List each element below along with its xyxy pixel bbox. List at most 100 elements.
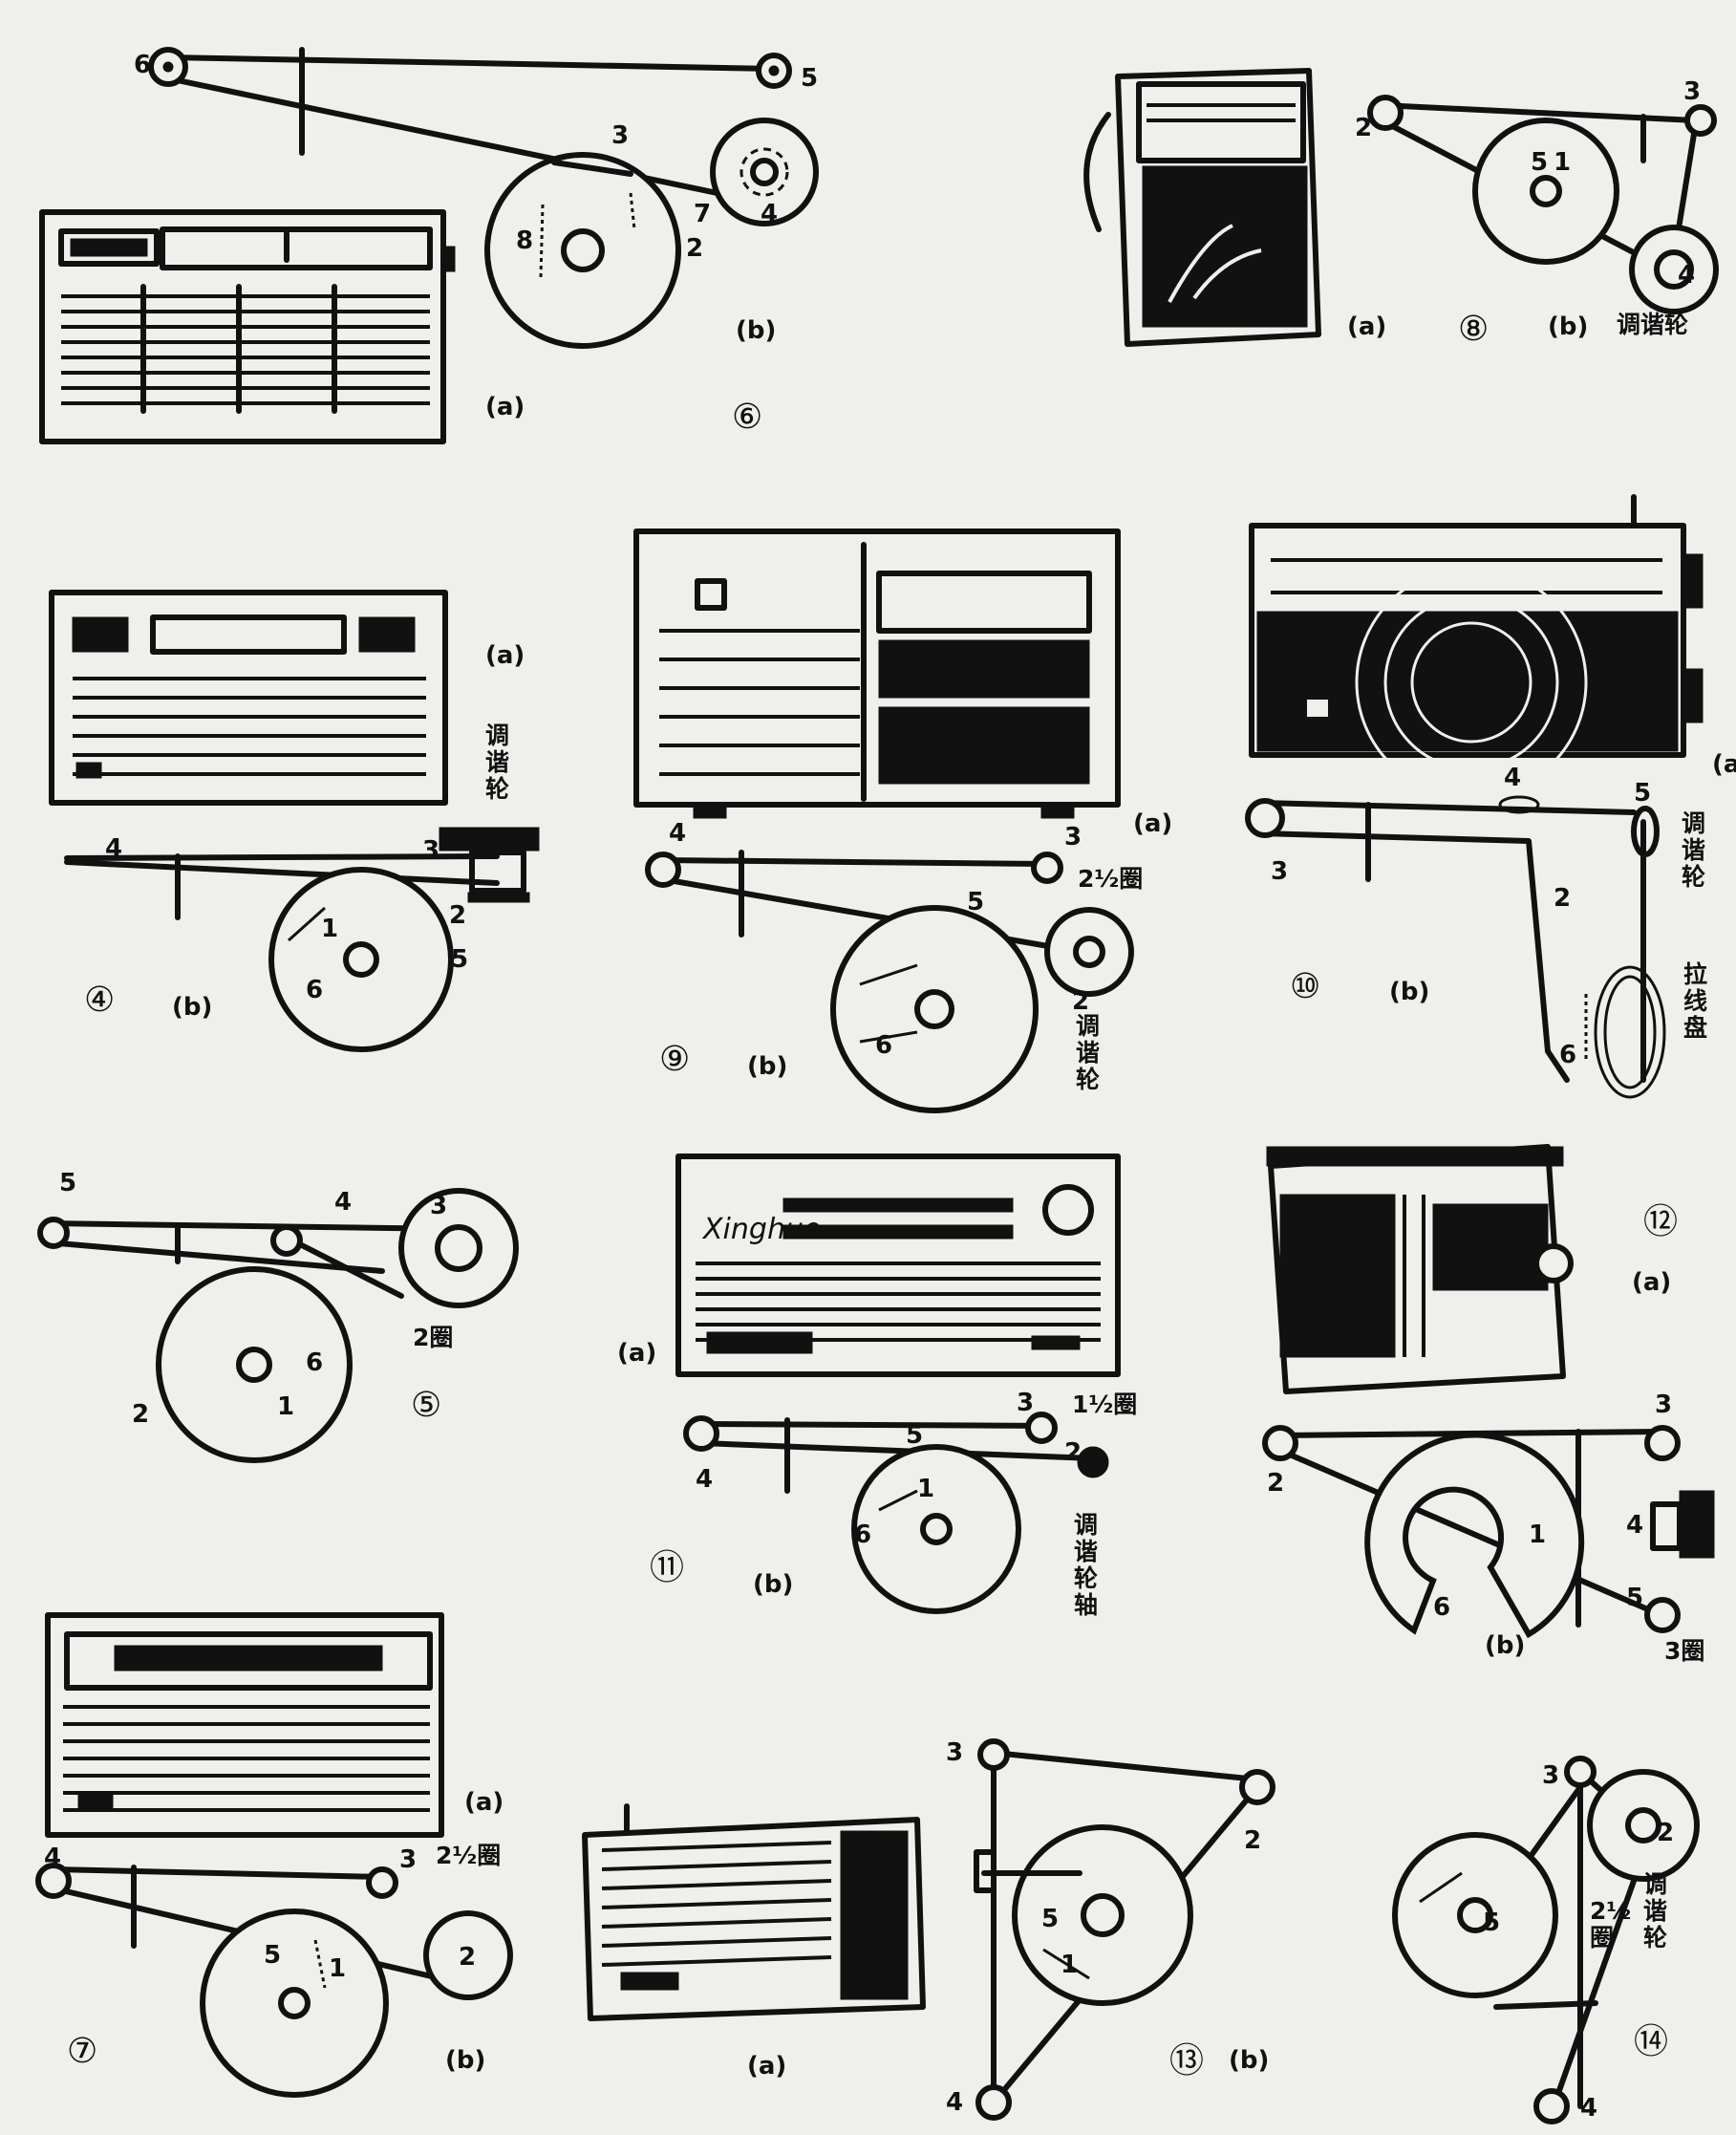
tuning-label: 轮 bbox=[1076, 1066, 1100, 1093]
label-b: (b) bbox=[445, 2046, 485, 2075]
tuning-label: 谐 bbox=[1076, 1039, 1100, 1067]
figure-number-11: ⑪ bbox=[650, 1548, 684, 1587]
label-a: (a) bbox=[1632, 1268, 1671, 1297]
pulley-label: 3 bbox=[1655, 1391, 1672, 1419]
pulley-label: 5 bbox=[1483, 1909, 1500, 1937]
tuning-label: 调 bbox=[1076, 1012, 1100, 1040]
pulley-label: 4 bbox=[44, 1844, 61, 1872]
tuning-label: 轮 bbox=[485, 775, 509, 803]
pulley-label: 5 bbox=[1531, 148, 1548, 177]
pulley-label: 5 bbox=[1626, 1584, 1643, 1612]
tuning-label: 轮 bbox=[1643, 1924, 1667, 1952]
figure-6: 6 5 3 4 7 2 8 (b) (a) ⑥ bbox=[39, 47, 819, 444]
cord-diagram-12b: 2 3 4 1 5 6 3圈 (a) (b) bbox=[1262, 1268, 1715, 1665]
tuning-wheel-label: 调谐轮 bbox=[1617, 311, 1688, 338]
label-b: (b) bbox=[1229, 2046, 1269, 2075]
pulley-label: 1 bbox=[1554, 148, 1571, 177]
cord-diagram-4b: 4 3 2 1 6 5 (a) (b) 调 谐 轮 bbox=[64, 641, 540, 1052]
label-b: (b) bbox=[747, 1052, 787, 1081]
pulley-label: 5 bbox=[906, 1421, 923, 1450]
label-b: (b) bbox=[1548, 313, 1588, 341]
pulley-label: 4 bbox=[669, 819, 686, 848]
pulley-label: 6 bbox=[854, 1520, 871, 1549]
tuning-label: 谐 bbox=[1682, 836, 1705, 864]
label-a: (a) bbox=[464, 1788, 504, 1817]
figure-number-7: ⑦ bbox=[67, 2032, 97, 2071]
cord-diagram-9b: 4 3 5 2 6 2½圈 (a) (b) 调 谐 轮 bbox=[645, 809, 1172, 1113]
pulley-label: 3 bbox=[1017, 1389, 1034, 1417]
pulley-label: 2 bbox=[1657, 1819, 1674, 1847]
label-a: (a) bbox=[485, 641, 525, 670]
figure-number-14: ⑭ bbox=[1634, 2022, 1668, 2061]
figure-14: 3 2 4 5 2½ 圈 调 谐 轮 ⑭ bbox=[1392, 1756, 1700, 2124]
pulley-label: 4 bbox=[1504, 764, 1521, 792]
pulley-label: 1 bbox=[277, 1392, 294, 1421]
pulley-label: 5 bbox=[967, 888, 984, 917]
radio-10a bbox=[1249, 494, 1704, 799]
pulley-label: 3 bbox=[422, 836, 439, 865]
figure-12: 2 3 4 1 5 6 3圈 (a) (b) ⑫ bbox=[1262, 1144, 1715, 1665]
pulley-label: 2 bbox=[132, 1400, 149, 1429]
pulley-label: 5 bbox=[1041, 1905, 1059, 1933]
label-a: (a) bbox=[485, 393, 525, 421]
pulley-label: 4 bbox=[1580, 2094, 1597, 2123]
pulley-label: 5 bbox=[59, 1169, 76, 1197]
turns-label: 3圈 bbox=[1664, 1637, 1704, 1665]
cord-diagram-13b: 3 2 4 5 1 (a) (b) bbox=[747, 1738, 1275, 2121]
pulley-label: 2 bbox=[449, 901, 466, 930]
pulley-label: 4 bbox=[946, 2088, 963, 2117]
pulley-label: 2 bbox=[459, 1943, 476, 1972]
pull-reel-label: 线 bbox=[1683, 987, 1707, 1015]
tuning-label: 调 bbox=[1682, 809, 1705, 837]
pulley-label: 8 bbox=[516, 226, 533, 255]
cord-diagram-7b: 4 3 2 5 1 2½圈 (a) (b) bbox=[35, 1788, 513, 2098]
tuning-label: 轮 bbox=[1074, 1564, 1098, 1592]
tuning-label: 轮 bbox=[1682, 863, 1705, 891]
pulley-label: 5 bbox=[451, 945, 468, 974]
figure-number-12: ⑫ bbox=[1643, 1202, 1678, 1241]
pulley-label: 5 bbox=[801, 64, 818, 93]
label-b: (b) bbox=[1389, 978, 1429, 1006]
pulley-label: 6 bbox=[134, 51, 151, 79]
pulley-label: 1 bbox=[329, 1954, 346, 1983]
figure-number-4: ④ bbox=[84, 981, 115, 1020]
pulley-label: 3 bbox=[1064, 823, 1082, 852]
figure-number-13: ⑬ bbox=[1169, 2041, 1204, 2081]
pulley-label: 3 bbox=[1271, 857, 1288, 886]
pulley-label: 7 bbox=[694, 200, 711, 228]
label-a: (a) bbox=[1347, 313, 1386, 341]
pulley-label: 3 bbox=[1542, 1761, 1559, 1790]
label-a: (a) bbox=[617, 1339, 656, 1368]
figure-13: 3 2 4 5 1 (a) (b) ⑬ bbox=[582, 1738, 1275, 2121]
pulley-label: 2 bbox=[686, 234, 703, 263]
radio-9a bbox=[633, 528, 1121, 819]
pulley-label: 2 bbox=[1064, 1438, 1082, 1467]
figure-10: 3 4 5 2 6 调 谐 轮 拉 线 盘 (b) (a ⑩ bbox=[1245, 494, 1736, 1099]
pulley-label: 4 bbox=[105, 834, 122, 863]
radio-13a bbox=[582, 1803, 926, 2021]
pulley-label: 6 bbox=[1559, 1041, 1576, 1069]
pulley-label: 1 bbox=[1529, 1520, 1546, 1549]
figure-4: 4 3 2 1 6 5 (a) (b) 调 谐 轮 ④ bbox=[49, 590, 540, 1052]
tuning-label: 谐 bbox=[485, 748, 509, 776]
speaker-grille bbox=[61, 284, 430, 414]
pull-reel-label: 拉 bbox=[1683, 960, 1707, 988]
label-b: (b) bbox=[172, 993, 212, 1022]
pulley-label: 3 bbox=[430, 1192, 447, 1220]
pulley-label: 1 bbox=[917, 1475, 934, 1503]
figure-number-6: ⑥ bbox=[732, 398, 762, 437]
radio-6a bbox=[39, 209, 456, 444]
pulley-label: 2 bbox=[1355, 114, 1372, 142]
pulley-label: 5 bbox=[264, 1941, 281, 1970]
pulley-label: 4 bbox=[761, 200, 778, 228]
pulley-label: 1 bbox=[321, 915, 338, 943]
tuning-label: 谐 bbox=[1074, 1538, 1098, 1565]
figure-number-5: ⑤ bbox=[411, 1386, 441, 1425]
pulley-label: 4 bbox=[1626, 1511, 1643, 1540]
radio-12a bbox=[1266, 1144, 1574, 1394]
cord-diagram-14: 3 2 4 5 2½ 圈 调 谐 轮 bbox=[1392, 1756, 1700, 2124]
radio-4a bbox=[49, 590, 448, 806]
pulley-label: 2 bbox=[1554, 884, 1571, 913]
tuning-label: 调 bbox=[1074, 1511, 1098, 1539]
